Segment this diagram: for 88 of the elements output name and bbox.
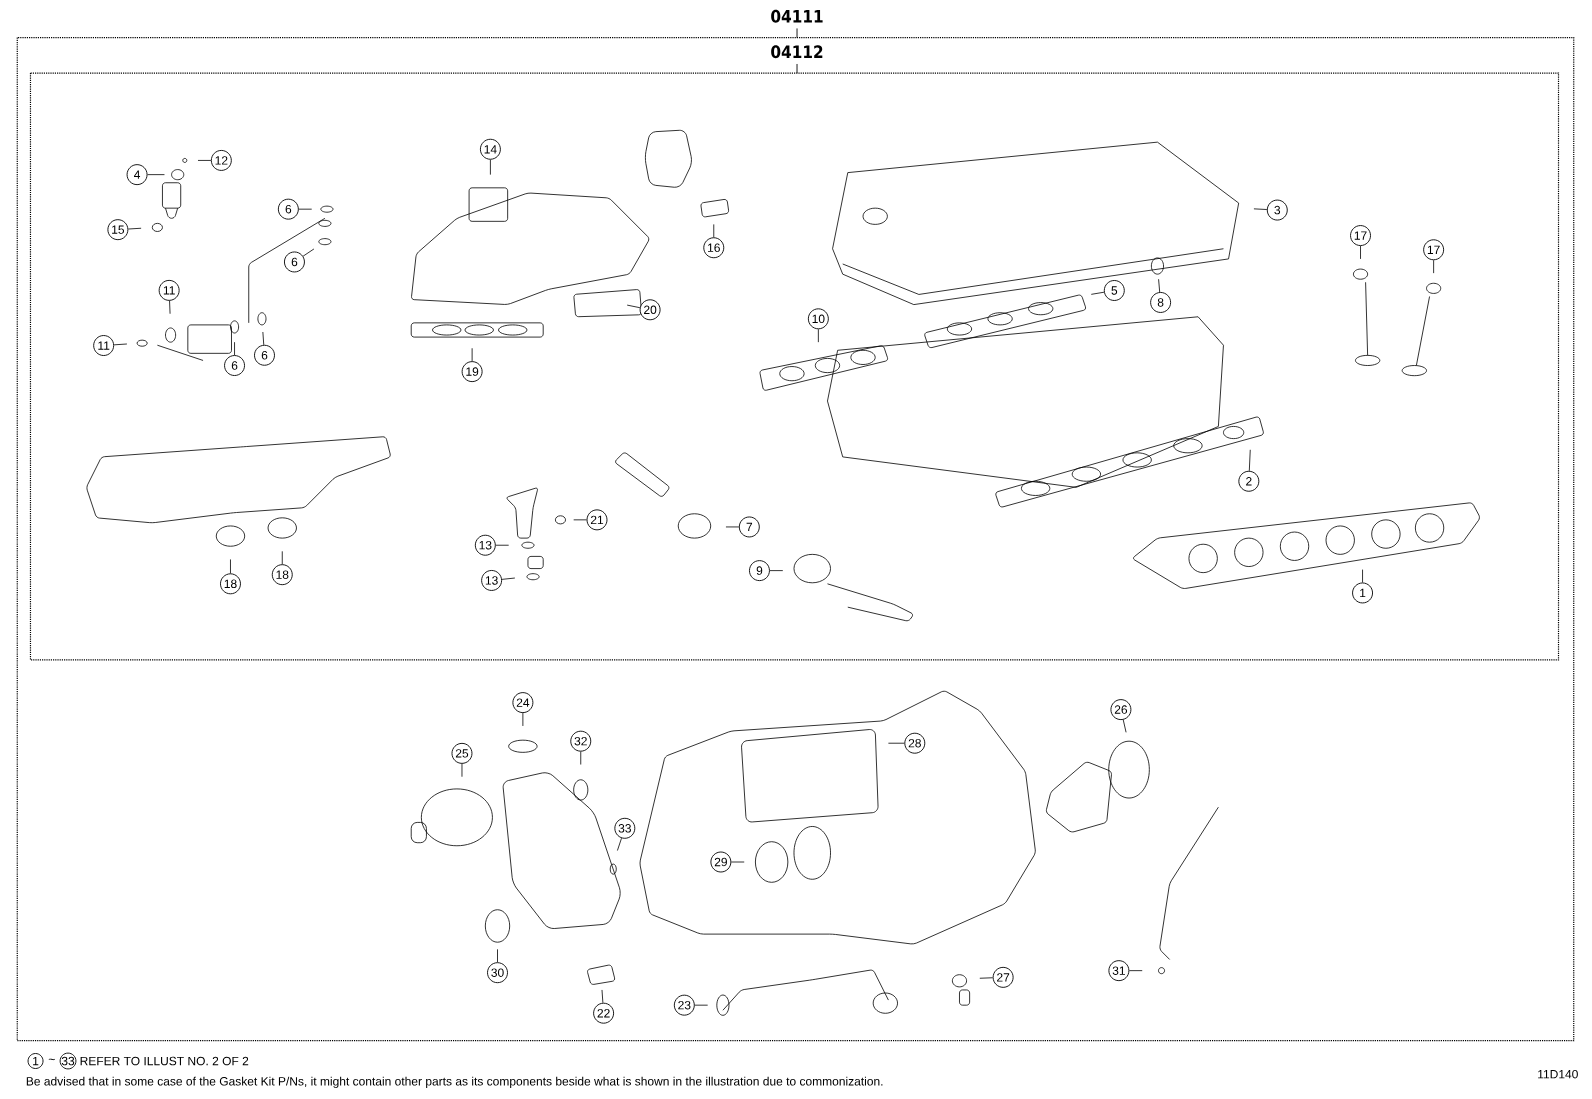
leader-line — [725, 526, 740, 528]
leader-line — [888, 743, 905, 744]
leader-line — [580, 751, 582, 766]
leader-line — [230, 559, 231, 574]
callout-number: 10 — [807, 308, 829, 330]
leader-line — [1128, 970, 1143, 972]
callout-number: 4 — [126, 164, 148, 186]
leader-line — [769, 570, 784, 572]
leader-line — [471, 348, 473, 362]
callout-number: 6 — [277, 198, 299, 220]
leader-line — [281, 551, 283, 565]
leader-line — [713, 224, 715, 238]
leader-line — [1253, 208, 1268, 211]
callout-number: 15 — [107, 219, 129, 241]
leader-line — [169, 300, 171, 315]
callout-number: 18 — [271, 564, 293, 586]
callout-number: 19 — [461, 361, 483, 383]
circled-number: 1 — [27, 1053, 44, 1070]
leader-line — [1122, 719, 1127, 733]
leader-line — [127, 228, 142, 230]
range-sign: ~ — [48, 1058, 55, 1061]
callout-number: 21 — [586, 509, 608, 531]
leader-line — [979, 977, 994, 979]
leader-line — [573, 519, 587, 521]
callout-number: 25 — [451, 743, 473, 765]
leader-line — [1090, 292, 1105, 295]
leader-line — [694, 1005, 709, 1006]
leader-line — [234, 342, 235, 356]
callout-number: 9 — [749, 560, 770, 582]
callout-number: 17 — [1350, 225, 1371, 247]
callout-number: 16 — [703, 237, 725, 259]
leader-line — [197, 160, 212, 162]
callout-number: 29 — [710, 851, 732, 873]
leader-line — [601, 989, 604, 1004]
callout-number: 26 — [1110, 699, 1132, 721]
callout-number: 6 — [224, 355, 245, 377]
leader-line — [1248, 449, 1251, 472]
note-text: REFER TO ILLUST NO. 2 OF 2 — [80, 1057, 249, 1066]
node-label: 04111 — [771, 10, 823, 23]
note-text: Be advised that in some case of the Gasket Kit P/Ns, it might contain other parts as its components beside what is shown in the illustration due to commonization. — [26, 1076, 883, 1089]
leader-line — [1433, 260, 1435, 274]
leader-line — [495, 545, 510, 546]
callout-number: 23 — [673, 994, 695, 1016]
callout-number: 33 — [614, 818, 636, 839]
callout-number: 12 — [210, 150, 232, 172]
callout-number: 5 — [1103, 280, 1125, 302]
node-label: 04112 — [771, 45, 823, 59]
callout-number: 20 — [639, 299, 661, 321]
callout-number: 2 — [1238, 471, 1260, 492]
callout-number: 6 — [254, 345, 275, 366]
leader-line — [461, 763, 463, 778]
leader-line — [501, 577, 516, 580]
callout-number: 28 — [904, 732, 926, 754]
callout-number: 11 — [93, 335, 115, 357]
callout-number: 17 — [1423, 239, 1445, 261]
callout-number: 31 — [1108, 960, 1130, 982]
leader-line — [262, 331, 265, 346]
illustration-code: 11D140 — [1538, 1070, 1578, 1079]
callout-number: 18 — [220, 573, 241, 595]
leader-line — [490, 159, 491, 176]
callout-number: 24 — [512, 692, 534, 714]
leader-line — [302, 248, 315, 257]
callout-number: 6 — [284, 251, 305, 273]
callout-number: 7 — [738, 516, 760, 538]
callout-number: 13 — [481, 570, 503, 592]
leader-line — [817, 329, 819, 343]
leader-line — [522, 712, 524, 727]
callout-number: 1 — [1352, 582, 1373, 604]
leader-line — [113, 343, 128, 346]
leader-line — [1158, 279, 1161, 293]
callout-number: 8 — [1150, 292, 1172, 314]
leader-line — [147, 174, 165, 176]
leader-line — [730, 861, 745, 863]
leader-line — [497, 949, 498, 963]
leader-line — [626, 304, 641, 309]
callout-number: 13 — [474, 535, 496, 556]
callout-number: 32 — [570, 730, 592, 752]
leader-line — [298, 209, 313, 210]
leader-line — [1360, 245, 1361, 260]
callout-number: 27 — [992, 967, 1014, 989]
callout-number: 11 — [158, 280, 180, 302]
leader-line — [617, 838, 622, 852]
callout-number: 3 — [1266, 199, 1288, 221]
callout-number: 30 — [487, 962, 508, 984]
circled-number: 33 — [59, 1052, 77, 1070]
callout-number: 14 — [479, 139, 501, 160]
leader-line — [1362, 569, 1363, 584]
callout-number: 22 — [593, 1002, 615, 1024]
